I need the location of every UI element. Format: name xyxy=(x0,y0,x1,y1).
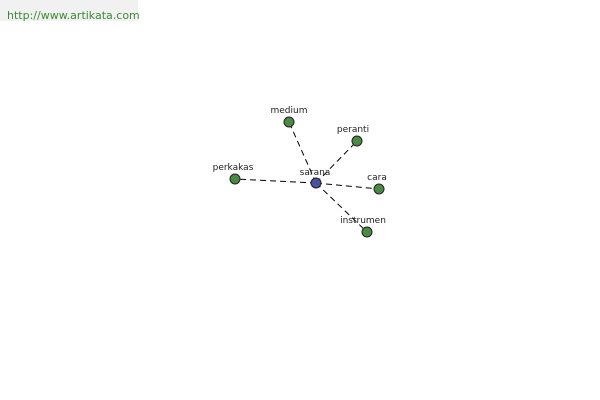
edge-sarana-perkakas xyxy=(234,178,317,184)
node-dot-instrumen[interactable] xyxy=(361,226,373,238)
node-label-peranti: peranti xyxy=(337,125,369,135)
node-label-instrumen: instrumen xyxy=(340,216,386,226)
node-perkakas[interactable]: perkakas xyxy=(213,163,254,185)
node-dot-peranti[interactable] xyxy=(351,135,363,147)
node-dot-medium[interactable] xyxy=(283,116,295,128)
nodes-layer: medium peranti perkakas cara instrumen sarana xyxy=(213,106,387,238)
node-dot-perkakas[interactable] xyxy=(229,173,241,185)
source-url-link[interactable]: http://www.artikata.com xyxy=(7,9,140,22)
node-label-sarana: sarana xyxy=(300,168,331,178)
node-label-medium: medium xyxy=(271,106,308,116)
node-cara[interactable]: cara xyxy=(367,173,387,195)
node-label-perkakas: perkakas xyxy=(213,163,254,173)
node-peranti[interactable]: peranti xyxy=(337,125,369,147)
node-instrumen[interactable]: instrumen xyxy=(340,216,386,238)
node-dot-sarana[interactable] xyxy=(310,177,322,189)
node-sarana[interactable]: sarana xyxy=(300,168,331,189)
node-label-cara: cara xyxy=(367,173,387,183)
source-url-bar: http://www.artikata.com xyxy=(0,0,140,22)
edge-sarana-cara xyxy=(315,182,380,190)
edges-layer xyxy=(234,121,380,233)
edge-sarana-instrumen xyxy=(315,182,368,233)
edge-sarana-medium xyxy=(288,121,317,184)
node-dot-cara[interactable] xyxy=(373,183,385,195)
node-medium[interactable]: medium xyxy=(271,106,308,128)
